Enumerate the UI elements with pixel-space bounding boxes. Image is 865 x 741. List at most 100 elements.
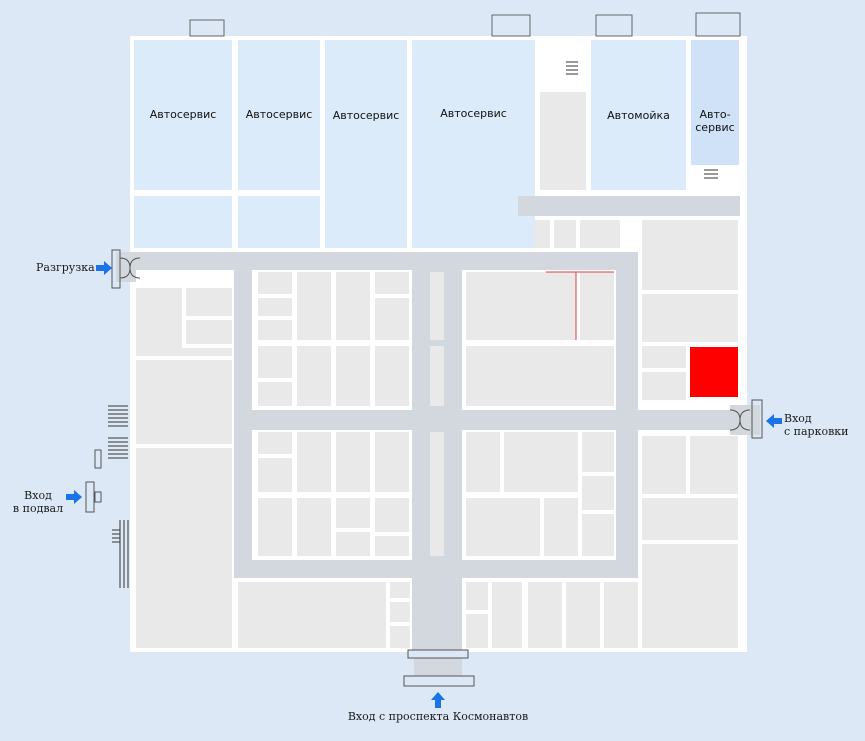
- room[interactable]: [466, 614, 488, 648]
- door-icon[interactable]: [85, 449, 102, 513]
- room[interactable]: [642, 220, 738, 290]
- room[interactable]: [642, 294, 738, 342]
- room[interactable]: [466, 582, 488, 610]
- room[interactable]: [554, 220, 576, 248]
- room[interactable]: [642, 346, 686, 368]
- room[interactable]: [466, 272, 576, 340]
- room[interactable]: [582, 476, 614, 510]
- room[interactable]: [258, 320, 292, 340]
- corridor-bottom: [234, 560, 638, 578]
- room[interactable]: [492, 582, 522, 648]
- room[interactable]: [258, 498, 292, 556]
- room[interactable]: [604, 582, 638, 648]
- room[interactable]: [336, 498, 370, 528]
- gate: [491, 14, 531, 37]
- room[interactable]: [466, 498, 540, 556]
- room[interactable]: [582, 432, 614, 472]
- entrance-label-basement-line2: в подвал: [12, 502, 64, 515]
- room[interactable]: [258, 272, 292, 294]
- room[interactable]: [544, 498, 578, 556]
- garage-gates: [189, 12, 741, 37]
- room[interactable]: [580, 220, 620, 248]
- room[interactable]: [186, 288, 232, 316]
- room[interactable]: [136, 288, 182, 356]
- room[interactable]: [375, 536, 409, 556]
- room[interactable]: [297, 272, 331, 340]
- room-service-1-lower[interactable]: [134, 196, 232, 248]
- room[interactable]: [375, 298, 409, 340]
- corridor-parking: [730, 405, 760, 435]
- room-service-4[interactable]: [412, 40, 535, 248]
- corridor-unload: [116, 252, 136, 282]
- door-icon[interactable]: [729, 399, 763, 439]
- room[interactable]: [528, 582, 562, 648]
- room[interactable]: [430, 272, 444, 340]
- entrance-label-parking: Вход с парковки: [784, 412, 849, 438]
- room[interactable]: [642, 498, 738, 540]
- room[interactable]: [258, 298, 292, 316]
- room[interactable]: [375, 346, 409, 406]
- entrance-label-unloading: Разгрузка: [36, 261, 95, 274]
- room[interactable]: [390, 582, 410, 598]
- room[interactable]: [136, 448, 232, 648]
- room[interactable]: [430, 346, 444, 406]
- room-label-service-3: Автосервис: [332, 109, 400, 122]
- room[interactable]: [336, 532, 370, 556]
- room[interactable]: [375, 498, 409, 532]
- room[interactable]: [642, 372, 686, 400]
- main-entrance-vestibule[interactable]: [403, 649, 475, 687]
- gate: [595, 14, 633, 37]
- room[interactable]: [375, 272, 409, 294]
- room[interactable]: [170, 348, 232, 356]
- room-service-2-lower[interactable]: [238, 196, 320, 248]
- room[interactable]: [186, 320, 232, 344]
- room[interactable]: [258, 346, 292, 378]
- room[interactable]: [566, 582, 600, 648]
- room[interactable]: [297, 346, 331, 406]
- corridor-middle-horizontal: [234, 410, 749, 430]
- room[interactable]: [258, 458, 292, 492]
- room[interactable]: [642, 544, 738, 648]
- room[interactable]: [430, 432, 444, 556]
- room-label-service-5: Авто- сервис: [691, 108, 739, 134]
- room[interactable]: [690, 436, 738, 494]
- room-label-service-4: Автосервис: [440, 107, 507, 120]
- corridor-right-vertical: [616, 252, 638, 578]
- room-service-1[interactable]: [134, 40, 232, 190]
- door-icon[interactable]: [111, 249, 141, 289]
- room-service-2[interactable]: [238, 40, 320, 190]
- room[interactable]: [580, 272, 614, 340]
- shop-rooms: [136, 220, 738, 648]
- stairs-icon: [112, 520, 129, 588]
- room[interactable]: [336, 272, 370, 340]
- room-label-service-2: Автосервис: [245, 108, 313, 121]
- room[interactable]: [238, 582, 386, 648]
- highlighted-room[interactable]: [690, 347, 738, 397]
- room-carwash[interactable]: [591, 40, 686, 190]
- room[interactable]: [504, 432, 578, 492]
- room[interactable]: [534, 220, 550, 248]
- room-service-5[interactable]: [691, 40, 739, 165]
- room[interactable]: [466, 346, 614, 406]
- room[interactable]: [375, 432, 409, 492]
- room[interactable]: [258, 432, 292, 454]
- entrance-label-basement-line1: Вход: [24, 489, 52, 502]
- room[interactable]: [642, 436, 686, 494]
- entrance-label-parking-line1: Вход: [784, 412, 812, 425]
- room[interactable]: [336, 346, 370, 406]
- entrance-label-basement: Вход в подвал: [12, 489, 64, 515]
- room[interactable]: [258, 382, 292, 406]
- room[interactable]: [582, 514, 614, 556]
- room[interactable]: [336, 432, 370, 492]
- room[interactable]: [466, 432, 500, 492]
- entrance-label-main: Вход с проспекта Космонавтов: [347, 710, 529, 723]
- room-stairwell[interactable]: [540, 92, 586, 190]
- room-service-3[interactable]: [325, 40, 407, 248]
- arrow-icon: [66, 261, 782, 708]
- room[interactable]: [297, 432, 331, 492]
- room[interactable]: [390, 602, 410, 622]
- room[interactable]: [390, 626, 410, 648]
- room[interactable]: [136, 360, 232, 444]
- room[interactable]: [297, 498, 331, 556]
